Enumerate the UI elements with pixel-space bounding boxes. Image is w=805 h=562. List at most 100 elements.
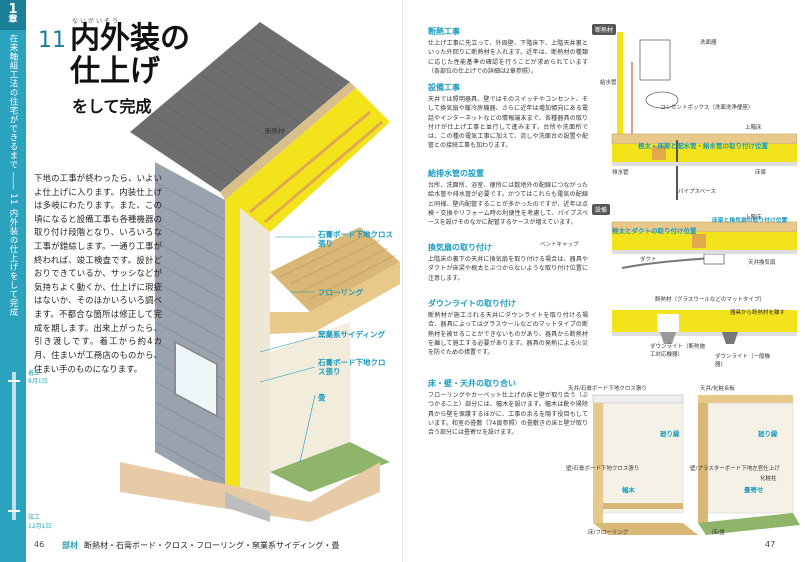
label-pillar: 化粧柱 — [760, 476, 777, 482]
roof-fascia — [220, 82, 356, 200]
flooring-lines — [279, 232, 397, 301]
page-number-right: 47 — [765, 540, 776, 549]
section-downlight: ダウンライトの取り付け 断熱材が施工される天井にダウンライトを取り付ける場合、器… — [428, 298, 588, 357]
title-ruby-1: ないがいそう — [72, 18, 121, 25]
callout-gypsum-top: 石膏ボード下地クロス張り — [318, 230, 393, 248]
wall-insulation — [225, 200, 240, 500]
label-insul-glass: 断熱材（グラスウールなどのマットタイプ） — [655, 297, 765, 303]
label-vent-cap: ベントキャップ — [540, 242, 579, 248]
section-text: 仕上げ工事に先立って、外周壁、下階床下、上階天井裏といった外回りに断熱材を入れま… — [428, 40, 588, 75]
label-wall-cloth: 壁/石膏ボード下地クロス張り — [566, 466, 640, 472]
section-title: 断熱工事 — [428, 27, 460, 36]
interior-wall-board — [240, 208, 270, 512]
downlight-general — [660, 332, 676, 344]
toilet-tank — [639, 39, 671, 81]
label-downlight-1: ダウンライト（断熱施工対応機器） — [650, 344, 706, 358]
title-line3: をして完成 — [72, 97, 152, 116]
footer-materials: 部材断熱材・石膏ボード・クロス・フローリング・窯業系サイディング・畳 — [62, 540, 339, 551]
vent-duct — [621, 257, 713, 269]
house-cutaway-illustration — [120, 22, 400, 522]
japanese-wall — [707, 402, 794, 514]
chapter-unit: 章 — [8, 15, 18, 25]
label-drain: 排水管 — [612, 170, 629, 176]
section-title: 換気扇の取り付け — [428, 243, 492, 252]
window-sash — [174, 340, 218, 418]
label-upper-floor: 上階床 — [745, 125, 762, 131]
vent-ceiling — [612, 250, 797, 254]
footer-text: 断熱材・石膏ボード・クロス・フローリング・窯業系サイディング・畳 — [84, 541, 340, 550]
section-vent-fan: 換気扇の取り付け 上階床の裏下の天井に換気扇を取り付ける場合は、器具やダクトが床… — [428, 242, 588, 283]
label-wall-plaster: 壁/プラスターボード下地左官仕上げ — [690, 466, 780, 472]
label-ceiling-wood: 天井/化粧合板 — [700, 386, 735, 392]
downlight-insulated — [722, 332, 738, 344]
page-title: 内外装の 仕上げ — [70, 22, 190, 88]
label-floor-beam: 床梁 — [755, 170, 767, 176]
callout-gypsum-mid: 石膏ボード下地クロス張り — [318, 358, 386, 376]
section-title: ダウンライトの取り付け — [428, 299, 516, 308]
label-washbasin: 洗面器 — [700, 40, 717, 46]
label-joist-duct: 根太とダクトの取り付け位置 — [612, 227, 697, 235]
label-floor-flooring: 床/フローリング — [588, 530, 629, 536]
foundation-ground — [120, 462, 380, 522]
section-insulation: 断熱工事 仕上げ工事に先立って、外周壁、下階床下、上階天井裏といった外回りに断熱… — [428, 26, 588, 76]
chapter-number: 1 — [8, 2, 18, 17]
label-outlet: コンセントボックス（洗面洗浄便座） — [660, 105, 754, 111]
lower-interior-wall — [270, 322, 350, 472]
section-title: 給排水管の設置 — [428, 169, 484, 178]
section-title: 床・壁・天井の取り合い — [428, 379, 516, 388]
timeline-mark-end — [8, 510, 20, 512]
foundation-concrete — [225, 492, 270, 522]
callout-leaders — [259, 236, 316, 463]
western-floor — [593, 523, 698, 535]
section-text: 台所、洗面所、浴室、便所には数地外の配線につながった給水管や排水管が必要です。か… — [428, 182, 588, 227]
dl-clearance — [657, 314, 679, 332]
label-floor-tatami: 床/畳 — [712, 530, 725, 536]
chapter-vertical-title: 在来軸組工法の住宅ができるまで ―― 11 内外装の仕上げをして完成 — [8, 34, 18, 317]
page-number-left: 46 — [34, 540, 45, 549]
label-mawari-right: 廻り縁 — [758, 430, 778, 438]
label-keep-away: 器具から断熱材を離す — [730, 310, 786, 316]
label-pipe-note: 根太・床梁と配水管・給水管の取り付け位置 — [638, 142, 768, 150]
figure-tag-equipment: 設備 — [592, 204, 611, 215]
title-line2: 仕上げ — [70, 54, 160, 89]
downlight-figure — [612, 310, 797, 344]
callout-insulation: 断熱材 — [265, 127, 285, 135]
tatami-floor — [270, 442, 390, 492]
label-mawari: 廻り縁 — [660, 430, 680, 438]
wall-insulation-strip — [617, 32, 623, 137]
label-vent-upper-floor: 上階床 — [745, 215, 762, 221]
figure-tag-insulation: 断熱材 — [592, 24, 617, 35]
western-wall — [602, 402, 684, 514]
label-pipe-space: パイプスペース — [678, 189, 716, 195]
attic-insulation — [225, 88, 390, 232]
label-wall-gypsum: 天井/石膏ボード下地クロス張り — [568, 386, 647, 392]
roof-slate — [130, 22, 350, 192]
title-number: 11 — [38, 28, 66, 53]
callout-tatami: 畳 — [318, 393, 326, 402]
chapter-badge: 1 章 — [0, 0, 26, 30]
floor-joists — [270, 262, 400, 334]
western-wall-edge — [593, 403, 603, 523]
japanese-ceiling — [698, 395, 793, 403]
western-ceiling — [592, 394, 684, 404]
timeline-end-label: 竣工 — [28, 514, 41, 521]
label-water-supply: 給水管 — [600, 80, 617, 86]
callout-flooring: フローリング — [318, 288, 363, 297]
toilet-bowl — [645, 91, 679, 109]
timeline-end-date: 12月1日 — [28, 523, 52, 530]
japanese-tatami — [698, 513, 800, 535]
title-line1: 内外装の — [70, 21, 190, 56]
timeline-start-label: 着工 — [28, 370, 41, 377]
section-text: 上階床の裏下の天井に換気扇を取り付ける場合は、器具やダクトが床梁や根太とぶつから… — [428, 256, 588, 282]
section-text: 断熱材が施工される天井にダウンライトを取り付ける場合、器具によってはグラスウール… — [428, 312, 588, 357]
rafters — [249, 110, 383, 224]
dl-ceiling — [612, 332, 797, 336]
section-equipment: 設備工事 天井では照明器具、壁ではそのスイッチやコンセント、そして換気扇や暖冷房… — [428, 82, 588, 151]
label-baseboard: 幅木 — [622, 486, 635, 494]
section-text: フローリングやカーペット仕上げの床と壁が取り合う（ぶつかること）部分には、幅木を… — [428, 392, 588, 437]
lead-paragraph: 下地の工事が終わったら、いよいよ仕上げに入ります。内装仕上げは多岐にわたります。… — [34, 173, 162, 374]
siding-wall — [155, 162, 225, 492]
page-gutter — [402, 0, 403, 562]
baseboard-strip — [603, 503, 683, 509]
